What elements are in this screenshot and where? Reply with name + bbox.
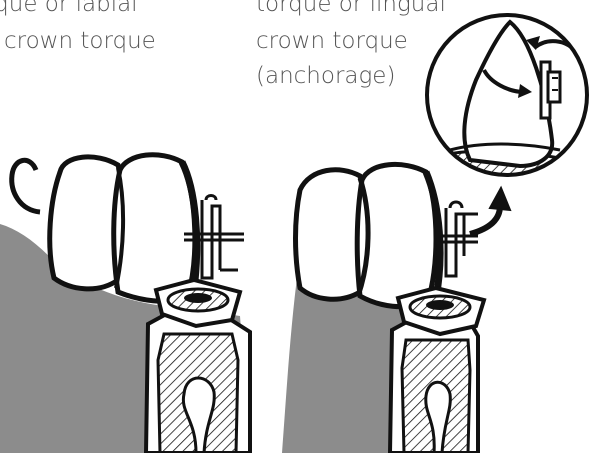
canal-left (184, 293, 212, 303)
inset-bracket (548, 72, 560, 102)
tooth-assembly-left (0, 155, 250, 453)
torque-arrow (470, 206, 500, 234)
crown-left-2 (114, 155, 195, 302)
magnified-tooth-inset (420, 15, 590, 200)
partial-crown-left (12, 160, 40, 212)
canal-right (426, 300, 454, 310)
tooth-assembly-right (282, 164, 510, 453)
torque-arrow-head (490, 188, 510, 210)
